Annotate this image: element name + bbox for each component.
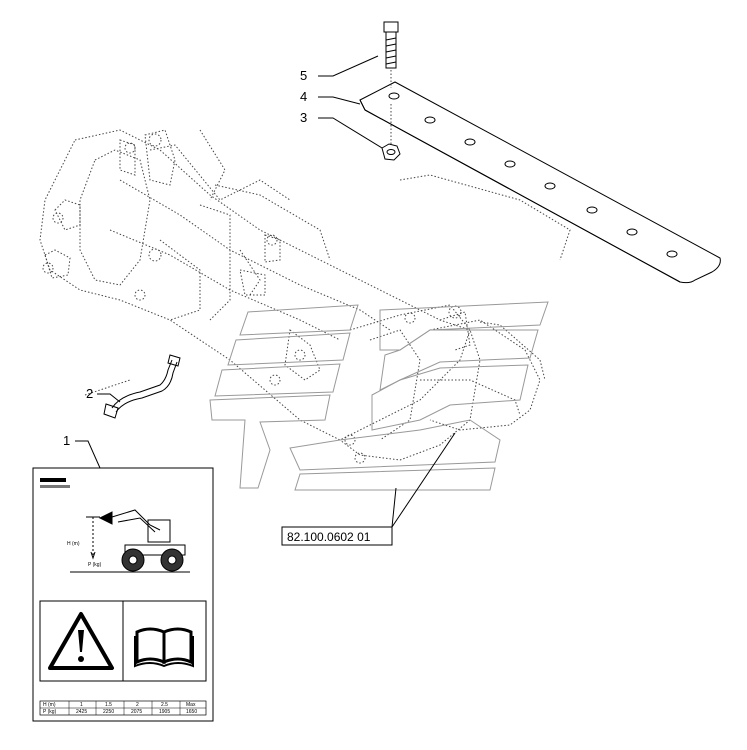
callout-5: 5 xyxy=(300,68,307,83)
loader-pictogram xyxy=(70,509,190,573)
leader-3 xyxy=(318,117,383,149)
loader-decal[interactable]: H (m) P (kg) H (m) P (kg) 1 1.5 xyxy=(32,467,214,722)
nut[interactable] xyxy=(381,104,401,161)
decal-logo xyxy=(40,478,70,488)
load-label: P (kg) xyxy=(88,562,102,568)
leader-2 xyxy=(97,393,121,403)
height-label: H (m) xyxy=(67,541,80,547)
leader-1 xyxy=(75,440,101,469)
table-val-3: 2075 xyxy=(131,709,142,715)
bolt[interactable] xyxy=(383,21,399,88)
table-col-4: 2.5 xyxy=(161,702,168,708)
warning-triangle-icon xyxy=(48,612,114,670)
table-val-2: 2250 xyxy=(103,709,114,715)
table-col-2: 1.5 xyxy=(105,702,112,708)
table-col-5: Max xyxy=(186,702,196,708)
load-table: H (m) P (kg) 1 1.5 2 2.5 Max 2425 2250 2… xyxy=(39,700,207,716)
callout-3: 3 xyxy=(300,110,307,125)
hydraulic-hose[interactable] xyxy=(103,354,181,419)
table-val-4: 1905 xyxy=(159,709,170,715)
leader-ref-b xyxy=(391,432,456,528)
loader-arm-outline xyxy=(39,129,571,464)
table-row1-label: H (m) xyxy=(43,702,56,708)
table-col-3: 2 xyxy=(136,702,139,708)
callout-4: 4 xyxy=(300,89,307,104)
table-col-1: 1 xyxy=(80,702,83,708)
table-row2-label: P (kg) xyxy=(43,709,57,715)
cutting-edge[interactable] xyxy=(359,81,721,284)
callout-2: 2 xyxy=(86,386,93,401)
callout-1: 1 xyxy=(63,433,70,448)
leader-ref-a xyxy=(391,487,397,528)
reference-code-box[interactable]: 82.100.0602 01 xyxy=(281,526,393,546)
open-book-icon xyxy=(134,627,194,668)
reference-code: 82.100.0602 01 xyxy=(287,530,371,544)
leader-5 xyxy=(318,55,379,77)
reference-graphic xyxy=(209,301,549,491)
table-val-5: 1650 xyxy=(186,709,197,715)
leader-4 xyxy=(318,96,361,105)
table-val-1: 2425 xyxy=(76,709,87,715)
leader-lines xyxy=(75,55,456,528)
